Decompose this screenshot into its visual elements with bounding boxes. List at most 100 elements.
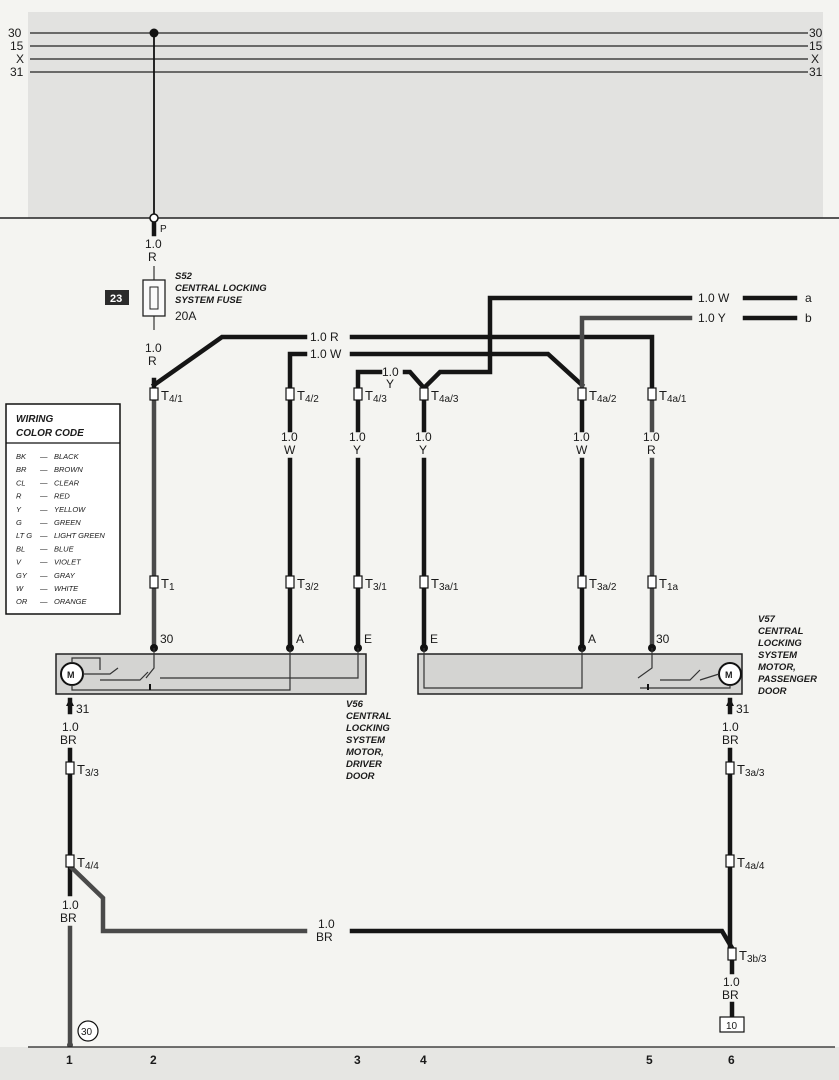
- ground-point-label: 30: [81, 1027, 93, 1038]
- wire-color-label: Y: [386, 377, 394, 391]
- legend-name: BLACK: [54, 452, 80, 461]
- panel-point-label: P: [160, 224, 167, 235]
- legend-entry: OR—ORANGE: [16, 597, 88, 606]
- legend-entry: BL—BLUE: [16, 544, 75, 553]
- connector-sub: 3a/2: [597, 582, 617, 593]
- legend-name: GREEN: [54, 518, 81, 527]
- wire-color-label: Y: [353, 443, 361, 457]
- wire-gauge-label: 1.0: [62, 898, 79, 912]
- svg-text:T4/4: T4/4: [77, 855, 99, 872]
- connector-sub: 4/4: [85, 861, 99, 872]
- grid-number: 3: [354, 1053, 361, 1067]
- fuse-caption: CENTRAL LOCKING: [175, 283, 267, 294]
- svg-text:DOOR: DOOR: [758, 686, 787, 697]
- svg-text:—: —: [39, 544, 48, 553]
- connector-sub: 1: [169, 582, 175, 593]
- fuse-caption: S52: [175, 271, 193, 282]
- svg-text:T4/1: T4/1: [161, 388, 183, 405]
- legend-entry: BK—BLACK: [16, 452, 80, 461]
- svg-text:DOOR: DOOR: [346, 771, 375, 782]
- motor-symbol: M: [67, 670, 75, 680]
- fuse-panel: [28, 12, 823, 218]
- connector-sub: 4a/2: [597, 394, 617, 405]
- connector-sub: 4/3: [373, 394, 387, 405]
- connector-sub: 3a/1: [439, 582, 459, 593]
- legend-code: GY: [16, 571, 28, 580]
- vertical-wiring: 1.0 W 1.0 Y 1.0 Y 1.0 W 1.0 R: [151, 397, 660, 648]
- output-label-b: b: [805, 311, 812, 325]
- connector-sub: 4a/1: [667, 394, 687, 405]
- svg-text:V57: V57: [758, 614, 776, 625]
- ground-wiring: 31 1.0 BR 1.0 BR 1.0 BR 31 1.0 BR 1.0 BR: [60, 697, 750, 1048]
- svg-text:—: —: [39, 505, 48, 514]
- wire-gauge-label: 1.0: [723, 975, 740, 989]
- fuse-caption: SYSTEM FUSE: [175, 295, 243, 306]
- caption-v56: V56 CENTRAL LOCKING SYSTEM MOTOR, DRIVER…: [346, 699, 392, 782]
- wire-color-label: BR: [60, 911, 77, 925]
- wire-gauge-label: 1.0: [349, 430, 366, 444]
- legend-entry: W—WHITE: [16, 584, 79, 593]
- legend-entry: CL—CLEAR: [16, 478, 80, 487]
- legend-entry: V—VIOLET: [16, 558, 82, 567]
- wire-color-label: BR: [60, 733, 77, 747]
- legend-entry: R—RED: [16, 492, 70, 501]
- svg-text:DRIVER: DRIVER: [346, 759, 382, 770]
- svg-text:MOTOR,: MOTOR,: [758, 662, 796, 673]
- rail-junction-dot: [149, 28, 159, 38]
- svg-text:T4a/4: T4a/4: [737, 855, 765, 872]
- svg-text:T3b/3: T3b/3: [739, 948, 767, 965]
- terminal-label: E: [364, 632, 372, 646]
- svg-text:MOTOR,: MOTOR,: [346, 747, 384, 758]
- svg-text:V56: V56: [346, 699, 364, 710]
- legend-name: ORANGE: [54, 597, 88, 606]
- connector-sub: 1a: [667, 582, 679, 593]
- svg-text:CENTRAL: CENTRAL: [346, 711, 392, 722]
- ground-point-label: 10: [726, 1021, 738, 1032]
- fuse-number: 23: [110, 293, 122, 305]
- svg-text:T3a/3: T3a/3: [737, 762, 765, 779]
- svg-text:PASSENGER: PASSENGER: [758, 674, 817, 685]
- grid-number: 6: [728, 1053, 735, 1067]
- legend-name: LIGHT GREEN: [54, 531, 105, 540]
- connector-sub: 3a/3: [745, 768, 765, 779]
- terminal-label: 31: [76, 702, 90, 716]
- legend-name: GRAY: [54, 571, 76, 580]
- svg-text:T3a/1: T3a/1: [431, 576, 459, 593]
- wire-color-label: R: [647, 443, 656, 457]
- legend-name: CLEAR: [54, 478, 80, 487]
- legend-code: G: [16, 518, 22, 527]
- wire-gauge-label: 1.0: [415, 430, 432, 444]
- wire-label-top-r: 1.0 R: [310, 330, 339, 344]
- rail-label-right: 31: [809, 65, 823, 79]
- wire-color-label: BR: [316, 930, 333, 944]
- connector-sub: 4/2: [305, 394, 319, 405]
- svg-text:—: —: [39, 597, 48, 606]
- svg-text:T3a/2: T3a/2: [589, 576, 617, 593]
- legend-code: BL: [16, 544, 25, 553]
- legend-entry: Y—YELLOW: [16, 505, 86, 514]
- legend-code: R: [16, 492, 22, 501]
- wire-gauge-label: 1.0: [145, 237, 162, 251]
- connector-sub: 4a/3: [439, 394, 459, 405]
- caption-v57: V57 CENTRAL LOCKING SYSTEM MOTOR, PASSEN…: [758, 614, 817, 697]
- wire-color-label: R: [148, 250, 157, 264]
- connector-sub: 3/1: [373, 582, 387, 593]
- terminal-label: A: [296, 632, 304, 646]
- legend-name: YELLOW: [54, 505, 86, 514]
- legend-name: VIOLET: [54, 558, 82, 567]
- svg-text:—: —: [39, 571, 48, 580]
- svg-text:T4/2: T4/2: [297, 388, 319, 405]
- legend-code: BK: [16, 452, 27, 461]
- wire-color-label: R: [148, 354, 157, 368]
- legend-code: CL: [16, 478, 26, 487]
- legend-code: LT G: [16, 531, 32, 540]
- motor-v56: M: [55, 648, 367, 695]
- ground-point-10: [719, 1016, 745, 1033]
- svg-text:—: —: [39, 518, 48, 527]
- ground-point-30: [77, 1020, 99, 1042]
- legend-code: V: [16, 558, 22, 567]
- rail-label-left: 15: [10, 39, 24, 53]
- legend-name: RED: [54, 492, 70, 501]
- connector-sub: 3/3: [85, 768, 99, 779]
- grid-strip: [0, 1047, 839, 1080]
